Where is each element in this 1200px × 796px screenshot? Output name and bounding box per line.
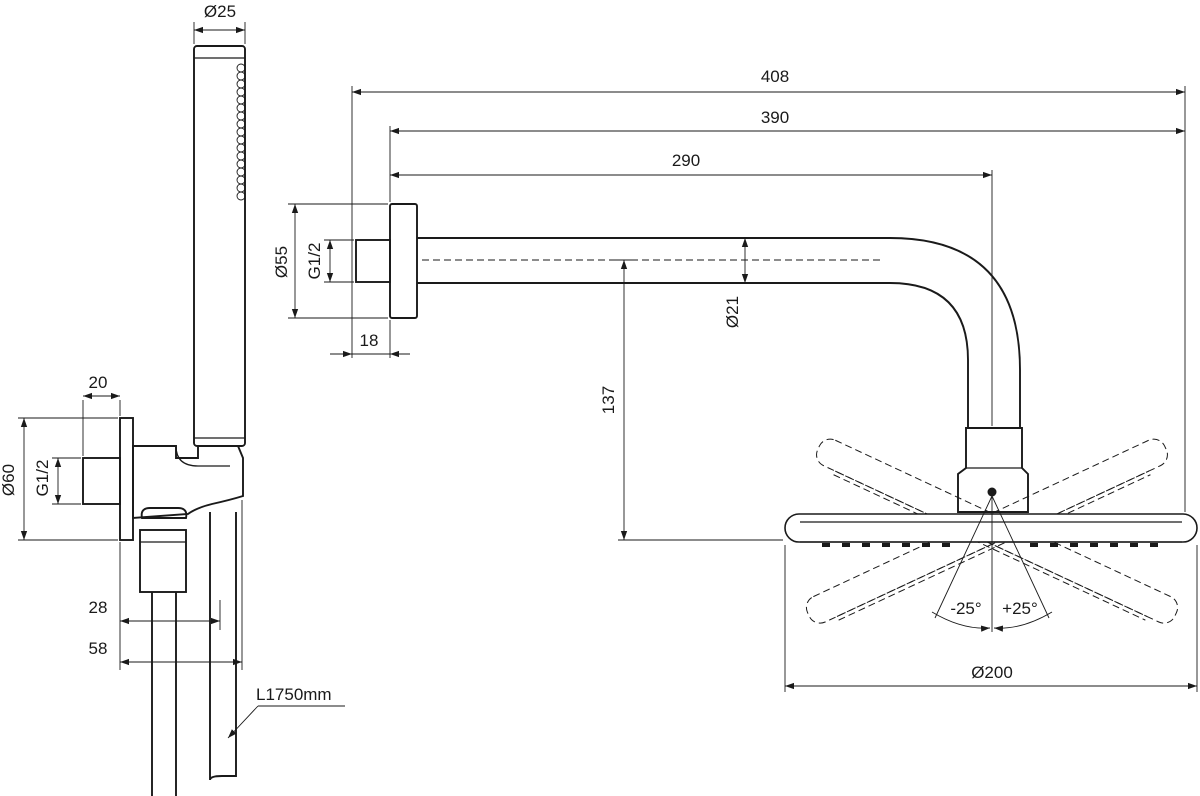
dim-holder-offset-58-label: 58 [89,639,108,658]
dim-elbow-flange-diameter: Ø60 [0,417,118,541]
dim-elbow-flange-diameter-label: Ø60 [0,464,18,496]
dim-holder-offset-28-label: 28 [89,598,108,617]
dim-arm-thread: G1/2 [305,239,354,283]
shower-head [784,513,1198,547]
tilt-positive-label: +25° [1002,599,1038,618]
spray-nozzles [236,63,246,201]
hose [151,512,237,796]
tilted-head-minus [816,438,1179,624]
dim-drop-height: 137 [599,259,783,541]
hand-shower-set: Ø25 20 Ø60 G1/2 28 [0,2,345,796]
tilt-angle-lines: -25° +25° [931,495,1053,632]
dim-elbow-thread-label: G1/2 [33,460,52,497]
dim-elbow-depth-label: 20 [89,373,108,392]
dim-arm-length-408-label: 408 [761,67,789,86]
dim-flange-depth: 18 [330,320,410,358]
dim-hose-length: L1750mm [227,685,345,739]
hand-shower [193,45,246,447]
dim-arm-length-390-label: 390 [761,108,789,127]
arm-joint [957,427,1029,513]
dim-arm-tube-diameter-label: Ø21 [723,296,742,328]
wall-flange [389,203,418,319]
tilt-negative-label: -25° [950,599,981,618]
dim-elbow-depth: 20 [82,373,121,456]
dim-head-diameter-label: Ø200 [971,663,1013,682]
tilted-head-plus [805,438,1168,624]
dim-arm-length-408: 408 [351,67,1186,512]
dim-handshower-diameter: Ø25 [193,2,246,44]
shower-arm-set: -25° +25° 408 390 290 Ø55 [272,67,1198,692]
dim-flange-diameter-label: Ø55 [272,246,291,278]
dim-flange-depth-label: 18 [360,331,379,350]
thread-connector [355,239,391,283]
dim-holder-offset-28: 28 [89,542,221,670]
shower-arm [417,237,1021,428]
dim-holder-offset-58: 58 [89,500,243,670]
dim-elbow-thread: G1/2 [33,457,81,505]
dim-arm-length-290-label: 290 [672,151,700,170]
dim-hose-length-label: L1750mm [256,685,332,704]
dim-arm-thread-label: G1/2 [305,243,324,280]
dim-arm-tube-diameter: Ø21 [723,238,749,328]
dim-handshower-diameter-label: Ø25 [204,2,236,21]
dim-drop-height-label: 137 [599,386,618,414]
dim-head-diameter: Ø200 [784,545,1198,692]
dim-flange-diameter: Ø55 [272,203,388,319]
wall-elbow [82,417,244,593]
spray-nozzles-head [822,543,1158,547]
dim-arm-length-390: 390 [389,108,1185,202]
dim-arm-length-290: 290 [390,151,993,426]
